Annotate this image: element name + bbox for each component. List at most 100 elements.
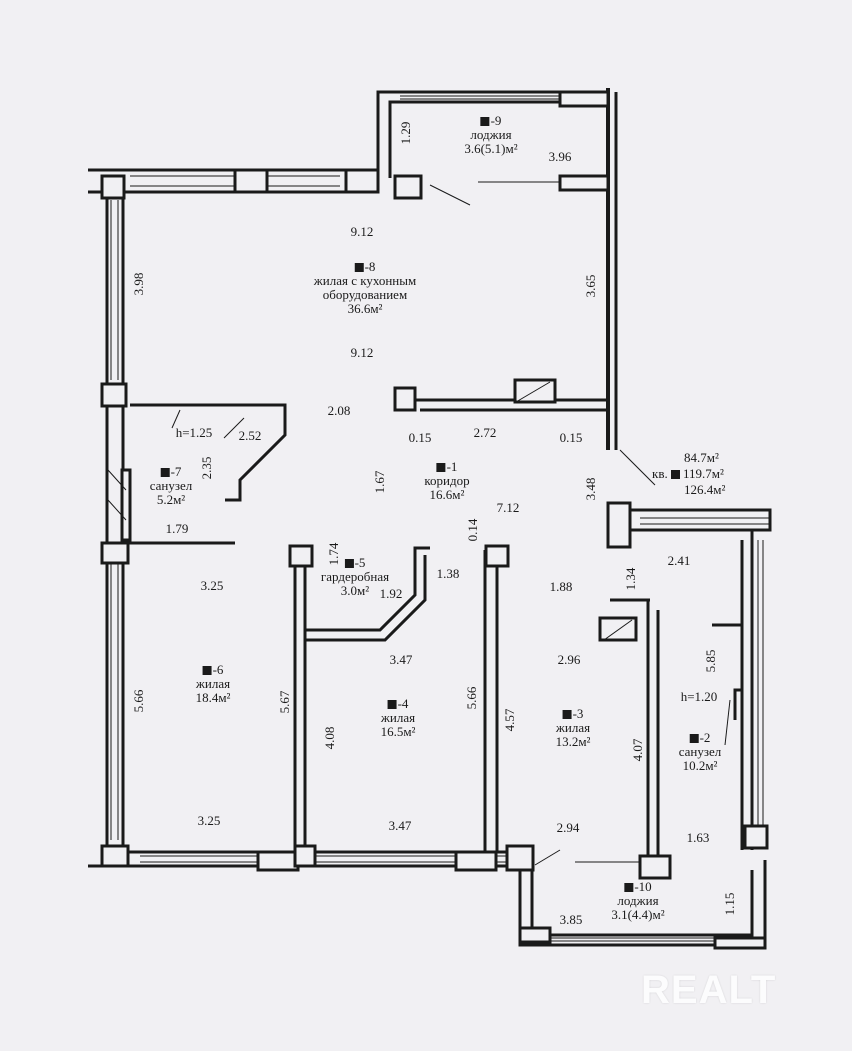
dimension: 9.12 [350, 224, 374, 239]
partition-wardrobe2 [305, 555, 427, 642]
column [293, 844, 317, 868]
dimension: 1.67 [372, 470, 387, 494]
room-number: -10 [624, 880, 651, 894]
room-name: оборудованием [322, 287, 408, 302]
dimension: 3.47 [388, 818, 412, 833]
dimension: 4.08 [322, 726, 337, 750]
room-name: санузел [678, 744, 722, 759]
dimension: 5.67 [277, 690, 292, 714]
room-number: -1 [437, 460, 458, 474]
dimension: 1.79 [165, 521, 189, 536]
dimension: 1.15 [722, 892, 737, 916]
dimension: 1.38 [436, 566, 460, 581]
column [233, 168, 269, 194]
wall-loggia10-inner [530, 870, 754, 937]
dimension: 3.25 [197, 813, 221, 828]
dimension: 2.35 [199, 456, 214, 480]
column [100, 844, 130, 868]
apartment-area-2: 119.7м² [682, 466, 724, 481]
column [558, 174, 610, 192]
room-area: 18.4м² [195, 690, 231, 705]
column [743, 824, 769, 850]
room-1-label: -1 коридор 16.6м² [424, 460, 469, 502]
room-number: -7 [161, 465, 182, 479]
dimension: 3.65 [583, 274, 598, 298]
column [484, 544, 510, 568]
apartment-summary: 84.7м² кв. 119.7м² 126.4м² [652, 450, 725, 498]
dimension: 3.96 [548, 149, 572, 164]
room-number: -5 [345, 556, 366, 570]
room-name: лоджия [470, 127, 512, 142]
dimension: 3.47 [389, 652, 413, 667]
column [256, 850, 300, 872]
dimension: 3.25 [200, 578, 224, 593]
column [393, 174, 423, 200]
room-5-label: -5 гардеробная 3.0м² [321, 556, 389, 598]
room-name: жилая [380, 710, 416, 725]
room-number: -6 [203, 663, 224, 677]
room-2-label: -2 санузел 10.2м² [679, 731, 722, 773]
partition-bath7 [130, 403, 287, 502]
column [100, 174, 126, 200]
dimension: 4.07 [630, 738, 645, 762]
column [120, 468, 132, 542]
room-area: 10.2м² [682, 758, 718, 773]
dimension: 4.57 [502, 708, 517, 732]
column [344, 168, 380, 194]
column [638, 854, 672, 880]
column [100, 382, 128, 408]
dimension: h=1.20 [680, 689, 718, 704]
room-area: 3.6(5.1)м² [464, 141, 518, 156]
dimension: 5.66 [131, 689, 146, 713]
column [288, 544, 314, 568]
room-area: 16.5м² [380, 724, 416, 739]
column [100, 541, 130, 565]
dimension: 1.74 [326, 542, 341, 566]
room-area: 5.2м² [156, 492, 186, 507]
room-area: 16.6м² [429, 487, 465, 502]
dimension: 3.48 [583, 477, 598, 501]
dimension: 3.98 [131, 272, 146, 296]
wall-loggia9-left [376, 90, 608, 185]
dimension: 7.12 [496, 500, 520, 515]
dimension: 1.63 [686, 830, 710, 845]
room-7-label: -7 санузел 5.2м² [150, 465, 193, 507]
dimension: 5.85 [703, 649, 718, 673]
dimension: h=1.25 [175, 425, 213, 440]
dimension: 1.88 [549, 579, 573, 594]
apartment-area-1: 84.7м² [684, 450, 719, 465]
wall-top-left [88, 168, 380, 185]
room-number: -3 [563, 707, 584, 721]
partition-bath2-door [712, 623, 744, 720]
dimension: 2.52 [238, 428, 262, 443]
room-9-label: -9 лоджия 3.6(5.1)м² [464, 114, 517, 156]
room-number: -4 [388, 697, 409, 711]
wall-right-lower [608, 508, 772, 850]
realt-watermark: REALT [641, 968, 777, 1012]
room-6-label: -6 жилая 18.4м² [196, 663, 231, 705]
apartment-area-3: 126.4м² [684, 482, 726, 497]
wall-loggia10 [518, 852, 767, 947]
wall-loggia9-left-inner [388, 100, 608, 178]
column [505, 844, 535, 872]
dimension: 9.12 [350, 345, 374, 360]
dimension: 5.66 [464, 686, 479, 710]
dimension: 1.92 [379, 586, 403, 601]
room-3-label: -3 жилая 13.2м² [556, 707, 591, 749]
room-8-label: -8 жилая с кухонным оборудованием 36.6м² [314, 260, 416, 316]
room-10-label: -10 лоджия 3.1(4.4)м² [611, 880, 664, 922]
dimension: 2.08 [327, 403, 351, 418]
room-name: жилая [555, 720, 591, 735]
room-area: 36.6м² [347, 301, 383, 316]
room-name: коридор [424, 473, 470, 488]
dimension: 0.14 [465, 518, 480, 542]
column [606, 501, 632, 549]
room-number: -8 [355, 260, 376, 274]
partition-wardrobe [305, 546, 430, 632]
room-number: -2 [690, 731, 711, 745]
column [393, 386, 417, 412]
dimension: 1.29 [398, 121, 413, 145]
column [518, 926, 552, 944]
room-area: 3.0м² [340, 583, 370, 598]
